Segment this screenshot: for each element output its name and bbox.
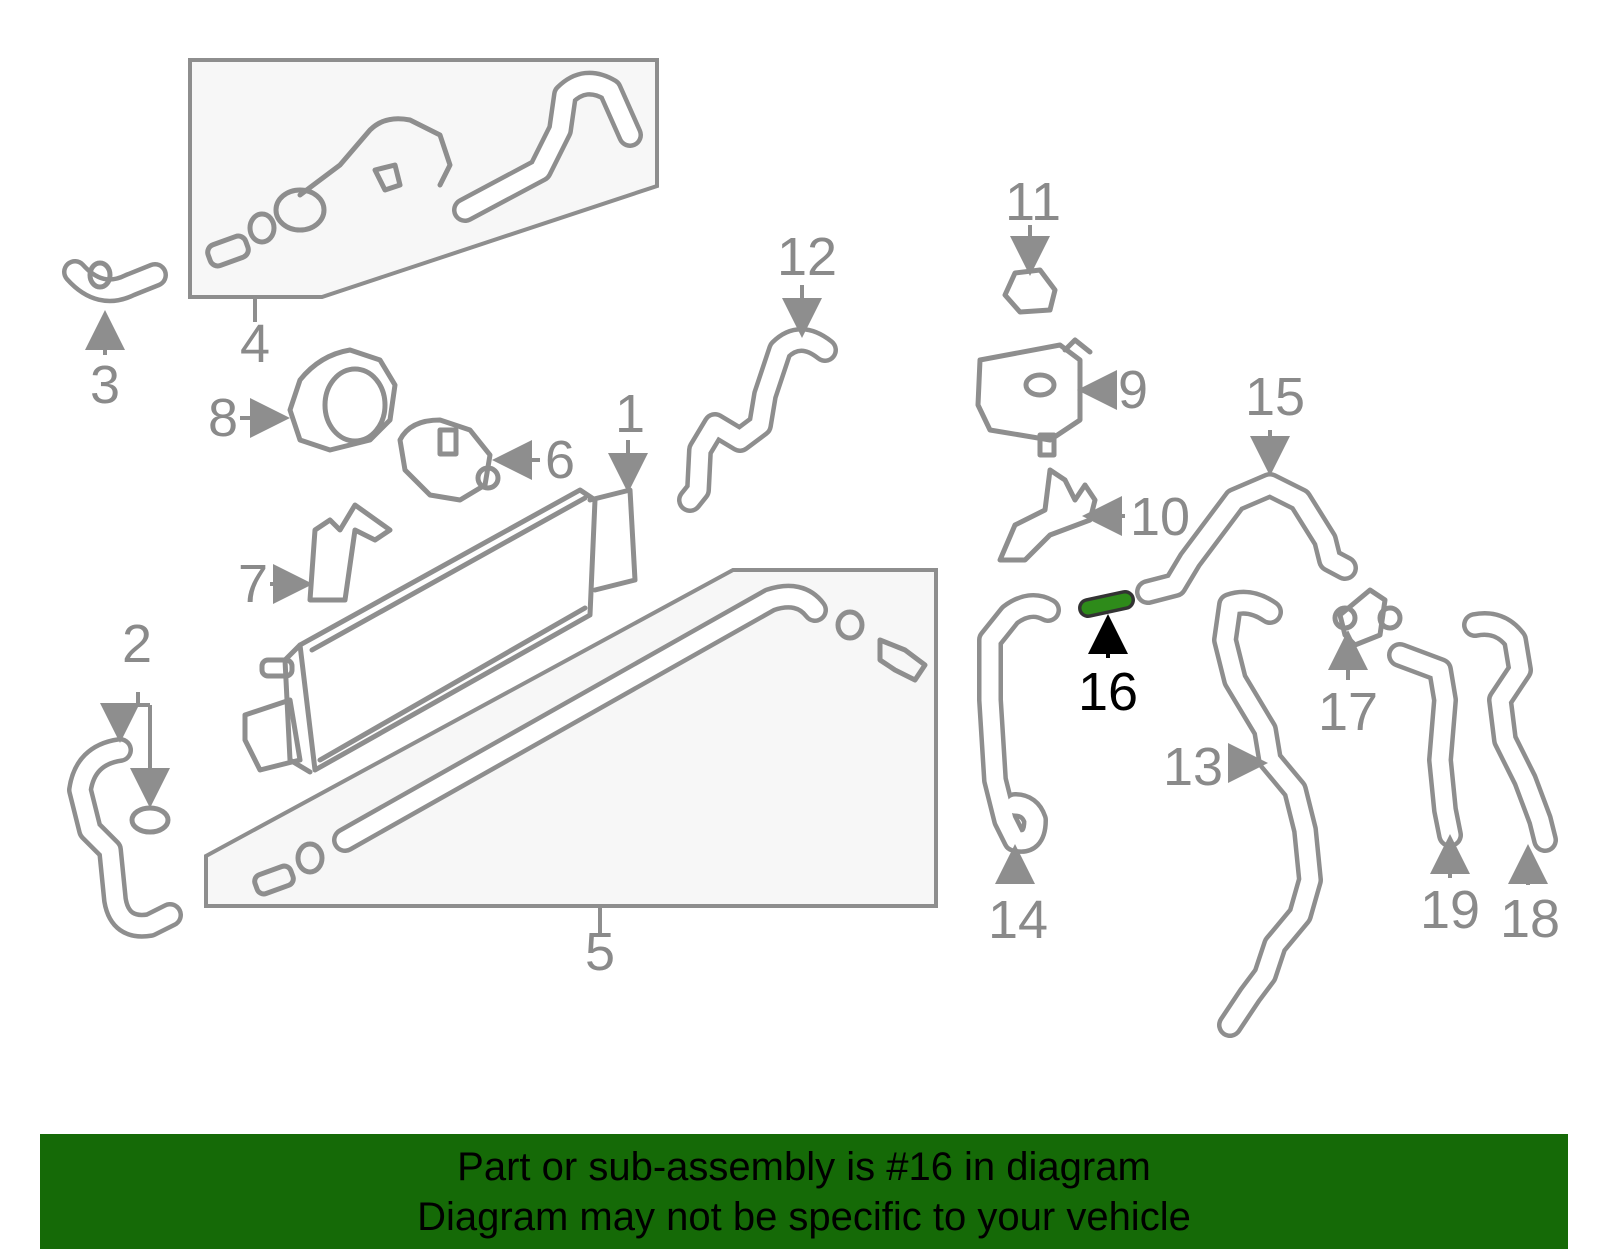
callout-8: 8 [208,388,238,448]
part-11-cap [1002,267,1058,315]
callout-3: 3 [90,355,120,415]
part-1-radiator [242,487,638,775]
callout-13: 13 [1163,737,1223,797]
callout-1: 1 [615,384,645,444]
part-12-hose [677,327,838,513]
callout-4: 4 [240,314,270,374]
callout-6: 6 [545,430,575,490]
banner-line-2: Diagram may not be specific to your vehi… [417,1195,1191,1239]
part-17-fitting [1332,587,1403,648]
part-8-component [287,347,398,453]
leader-lines [85,225,1548,933]
callout-12: 12 [777,227,837,287]
callout-5: 5 [585,922,615,982]
callout-2: 2 [122,614,152,674]
part-14-hose [977,593,1061,854]
part-18-hose [1462,611,1558,853]
part-13-hose [1212,589,1323,1038]
callout-7: 7 [238,554,268,614]
callout-16-highlighted: 16 [1078,662,1138,722]
callout-19: 19 [1420,880,1480,940]
part-4-kit-box [188,58,659,299]
banner-line-1: Part or sub-assembly is #16 in diagram [457,1145,1151,1189]
info-banner: Part or sub-assembly is #16 in diagram D… [40,1134,1568,1249]
callout-14: 14 [988,890,1048,950]
part-3-hose [62,259,168,304]
part-15-hose [1135,472,1358,605]
part-16-connector-highlighted[interactable] [1078,590,1135,618]
part-6-pump [397,417,501,503]
part-9-reservoir [975,337,1093,458]
callout-11: 11 [1005,172,1061,232]
callout-15: 15 [1245,367,1305,427]
callout-17: 17 [1318,682,1378,742]
part-2-hose [67,737,183,939]
callout-9: 9 [1118,360,1148,420]
part-10-bracket [997,467,1098,563]
part-7-bracket [307,502,393,603]
callout-labels: 1 2 3 4 5 6 7 8 9 10 11 12 13 14 15 16 1… [90,172,1560,982]
part-19-hose [1387,642,1463,848]
callout-10: 10 [1130,487,1190,547]
part-5-kit-box [204,568,938,908]
callout-18: 18 [1500,889,1560,949]
